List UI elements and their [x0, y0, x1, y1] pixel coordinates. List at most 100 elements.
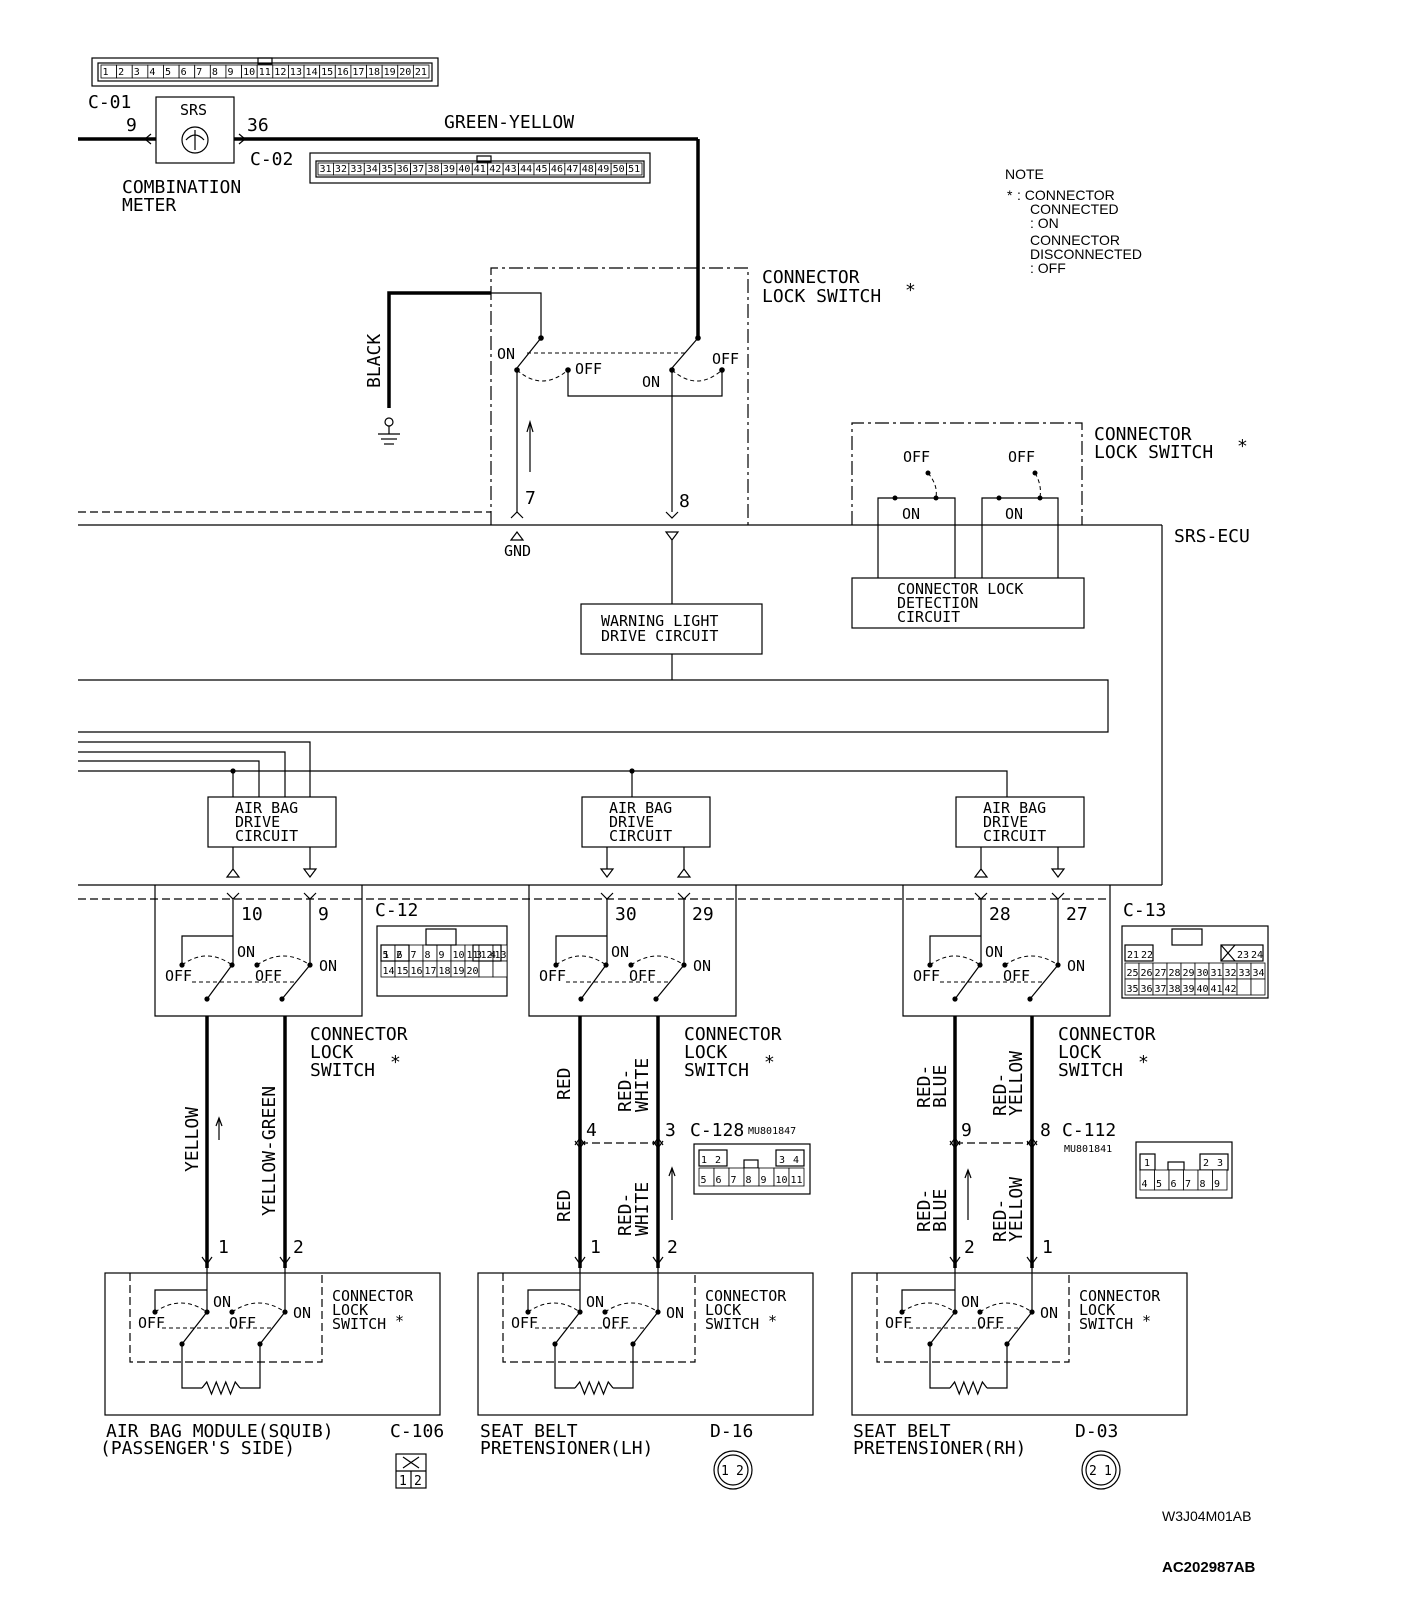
svg-text:CONNECTOR: CONNECTOR	[762, 267, 860, 288]
svg-text:ON: ON	[293, 1304, 311, 1322]
connector-pin: 20	[467, 966, 479, 977]
lock-switch-right: CONNECTOR LOCK SWITCH * OFF OFF ON ON CO…	[851, 422, 1248, 629]
svg-text:CONNECTOR: CONNECTOR	[1058, 1024, 1156, 1045]
connector-pin: 32	[1225, 968, 1237, 979]
connector-pin: 2	[118, 67, 124, 78]
svg-text:AIR BAG: AIR BAG	[609, 799, 672, 817]
svg-text:ON: ON	[642, 373, 660, 391]
svg-text:7: 7	[525, 488, 536, 509]
svg-text:YELLOW: YELLOW	[1006, 1177, 1027, 1242]
connector-pin: 10	[776, 1175, 788, 1186]
connector-pin: 9	[439, 950, 445, 961]
svg-text:2: 2	[396, 950, 402, 961]
connector-pin: 12	[481, 950, 493, 961]
connector-pin: 39	[443, 164, 455, 175]
svg-text:DRIVE: DRIVE	[609, 813, 654, 831]
svg-text:SWITCH: SWITCH	[705, 1315, 759, 1333]
connector-pin: 51	[628, 164, 640, 175]
d16-face	[713, 1450, 753, 1490]
svg-text:1: 1	[1104, 1464, 1112, 1479]
pin-36-label: 36	[247, 115, 269, 136]
connector-pin: 44	[520, 164, 532, 175]
ground-icon	[378, 417, 400, 445]
svg-text:OFF: OFF	[602, 1314, 629, 1332]
svg-text:RED-: RED-	[914, 1065, 935, 1108]
svg-text:OFF: OFF	[977, 1314, 1004, 1332]
svg-text:CONNECTOR: CONNECTOR	[332, 1287, 414, 1305]
svg-text:8: 8	[1040, 1120, 1051, 1141]
connector-pin: 8	[425, 950, 431, 961]
svg-text:CONNECTOR: CONNECTOR	[310, 1024, 408, 1045]
connector-pin: 8	[1200, 1179, 1206, 1190]
connector-pin: 15	[321, 67, 333, 78]
combination-meter: C-01 9 36 SRS C-02 COMBINATION METER	[78, 92, 698, 216]
svg-text:ON: ON	[1067, 957, 1085, 975]
svg-text:2: 2	[667, 1237, 678, 1258]
svg-text:DRIVE: DRIVE	[983, 813, 1028, 831]
svg-text:2: 2	[414, 1474, 422, 1489]
connector-pin: 36	[397, 164, 409, 175]
connector-pin: 4	[1142, 1179, 1148, 1190]
svg-text:BLUE: BLUE	[930, 1189, 951, 1232]
svg-text:SWITCH: SWITCH	[1079, 1315, 1133, 1333]
svg-text:21: 21	[1127, 950, 1139, 961]
connector-pin: 39	[1183, 984, 1195, 995]
svg-text:CONNECTOR LOCK: CONNECTOR LOCK	[897, 580, 1023, 598]
svg-text:SWITCH: SWITCH	[1058, 1060, 1123, 1081]
svg-text:*: *	[1237, 436, 1248, 457]
svg-text:WARNING LIGHT: WARNING LIGHT	[601, 612, 718, 630]
d03-face	[1081, 1450, 1121, 1490]
connector-pin: 7	[731, 1175, 737, 1186]
svg-text:8: 8	[679, 491, 690, 512]
svg-text:2: 2	[736, 1464, 744, 1479]
connector-pin: 9	[1214, 1179, 1220, 1190]
svg-text:LOCK SWITCH: LOCK SWITCH	[1094, 442, 1213, 463]
connector-pin: 6	[397, 950, 403, 961]
svg-text:OFF: OFF	[575, 360, 602, 378]
connector-pin: 29	[1183, 968, 1195, 979]
svg-text:CIRCUIT: CIRCUIT	[897, 608, 960, 626]
svg-text:DRIVE: DRIVE	[235, 813, 280, 831]
connector-pin: 5	[165, 67, 171, 78]
svg-text:: OFF: : OFF	[1030, 260, 1066, 276]
svg-text:10: 10	[241, 904, 263, 925]
connector-pin: 40	[458, 164, 470, 175]
srs-lamp-icon	[181, 126, 209, 154]
connector-pin: 42	[489, 164, 501, 175]
svg-text:LOCK: LOCK	[705, 1301, 741, 1319]
connector-pin: 50	[613, 164, 625, 175]
svg-text:OFF: OFF	[539, 967, 566, 985]
connector-pin: 7	[1185, 1179, 1191, 1190]
meter-name-1: COMBINATION	[122, 177, 241, 198]
svg-text:9: 9	[318, 904, 329, 925]
connector-pin: 4	[149, 67, 155, 78]
svg-text:2: 2	[964, 1237, 975, 1258]
svg-text:2: 2	[293, 1237, 304, 1258]
svg-text:*: *	[390, 1052, 401, 1073]
connector-pin: 1	[103, 67, 109, 78]
connector-pin: 7	[411, 950, 417, 961]
svg-text:4: 4	[793, 1155, 799, 1166]
svg-text:LOCK: LOCK	[684, 1042, 728, 1063]
svg-text:1: 1	[218, 1237, 229, 1258]
connector-c02-label: C-02	[250, 149, 293, 170]
svg-text:LOCK: LOCK	[310, 1042, 354, 1063]
svg-text:CONNECTOR: CONNECTOR	[1094, 424, 1192, 445]
connector-pin: 13	[290, 67, 302, 78]
connector-pin: 16	[411, 966, 423, 977]
svg-text:MU801847: MU801847	[748, 1126, 796, 1137]
svg-text:ON: ON	[586, 1293, 604, 1311]
connector-pin: 16	[337, 67, 349, 78]
connector-pin: 5	[1156, 1179, 1162, 1190]
connector-pin: 11	[259, 67, 271, 78]
connector-pin: 18	[368, 67, 380, 78]
squib-resistor-icon	[201, 1380, 241, 1396]
pin-9-label: 9	[126, 115, 137, 136]
